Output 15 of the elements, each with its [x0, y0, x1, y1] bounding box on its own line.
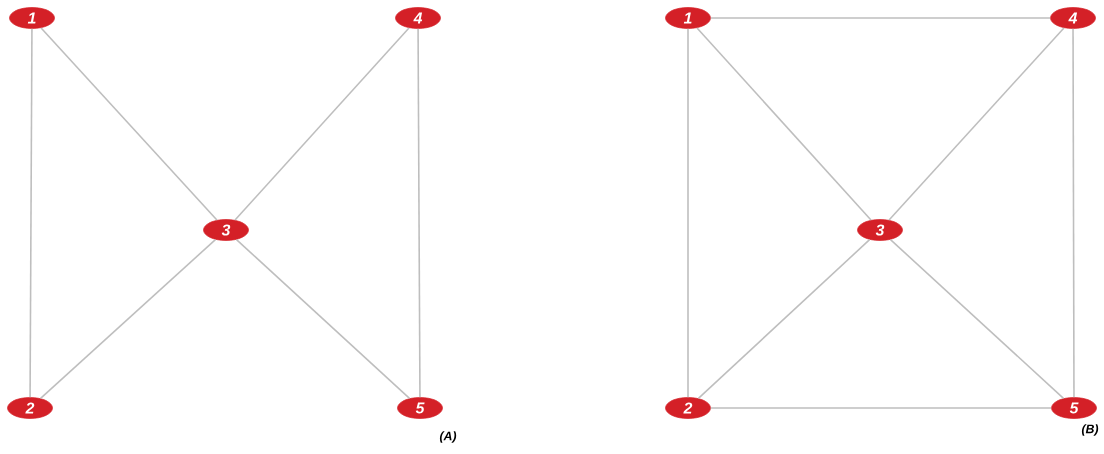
panel-label: (A) [439, 431, 457, 443]
connector-line [710, 407, 1052, 409]
connector-line [234, 27, 410, 221]
connector-line [710, 17, 1051, 19]
connector-line [235, 238, 411, 400]
connector-line [40, 27, 218, 221]
connector-line [687, 28, 689, 398]
connector-line [29, 28, 33, 398]
connector-line [39, 238, 217, 400]
connector-line [696, 27, 872, 221]
connector-line [697, 238, 871, 400]
connector-line [888, 27, 1065, 221]
connector-line [417, 28, 421, 398]
connector-line [1072, 28, 1075, 398]
connector-line [889, 238, 1065, 400]
